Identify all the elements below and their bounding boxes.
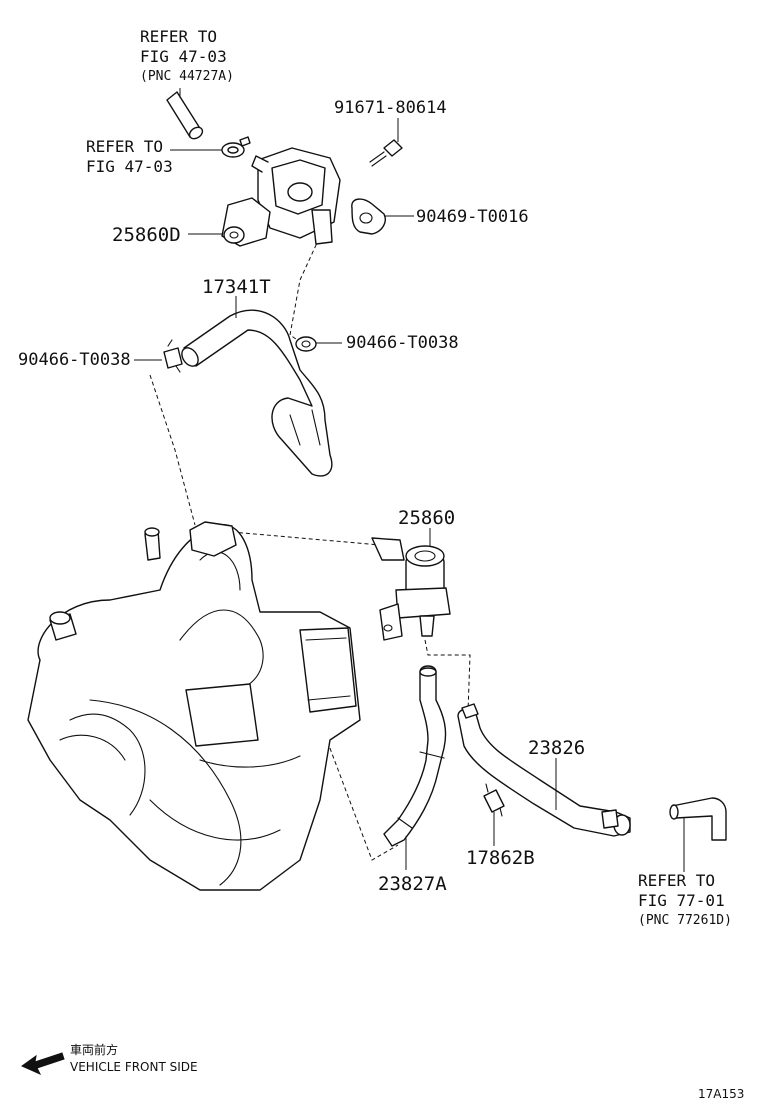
label-clip-right: 90469-T0016 bbox=[416, 207, 529, 227]
label-bolt: 91671-80614 bbox=[334, 98, 447, 118]
front-side-label-en: VEHICLE FRONT SIDE bbox=[70, 1060, 198, 1074]
label-clamp-left: 90466-T0038 bbox=[18, 350, 131, 370]
label-ref-mid-1: REFER TO bbox=[86, 137, 163, 156]
hose-clip-mid bbox=[170, 136, 251, 158]
reference-hose-stub-top bbox=[166, 88, 204, 140]
hose-clamp-right bbox=[295, 336, 342, 352]
hose-23827a bbox=[383, 665, 447, 870]
label-ref-top-3: (PNC 44727A) bbox=[140, 69, 234, 84]
vacuum-switching-valve-25860 bbox=[371, 528, 451, 641]
front-side-label-jp: 車両前方 bbox=[70, 1042, 118, 1057]
label-hose-23827a: 23827A bbox=[378, 873, 447, 895]
intake-throttle-body bbox=[27, 521, 361, 891]
label-ref-top-1: REFER TO bbox=[140, 27, 217, 46]
label-hose-23826: 23826 bbox=[528, 737, 585, 759]
reference-hose-stub-bottom bbox=[669, 797, 727, 872]
clip-90469 bbox=[351, 198, 414, 235]
hose-17341t bbox=[181, 296, 333, 477]
front-direction-indicator: 車両前方 VEHICLE FRONT SIDE bbox=[20, 1042, 198, 1076]
label-clamp-right: 90466-T0038 bbox=[346, 333, 459, 353]
label-ref-bot-2: FIG 77-01 bbox=[638, 891, 725, 910]
label-ref-bot-3: (PNC 77261D) bbox=[638, 913, 732, 928]
dashed-leaders bbox=[149, 184, 471, 861]
vacuum-switching-valve-25860d bbox=[188, 147, 341, 247]
hose-clamp-left bbox=[134, 339, 183, 373]
label-valve: 25860 bbox=[398, 507, 455, 529]
diagram-code: 17A153 bbox=[698, 1087, 744, 1101]
hose-23826 bbox=[457, 703, 631, 837]
part-labels: REFER TO FIG 47-03 (PNC 44727A) REFER TO… bbox=[18, 27, 732, 928]
bolt bbox=[369, 118, 403, 167]
label-hose-t: 17341T bbox=[202, 276, 271, 298]
hose-clamp-17862b bbox=[483, 783, 505, 846]
label-ref-top-2: FIG 47-03 bbox=[140, 47, 227, 66]
label-ref-mid-2: FIG 47-03 bbox=[86, 157, 173, 176]
front-direction-arrow-icon bbox=[20, 1052, 65, 1076]
label-clamp-17862b: 17862B bbox=[466, 847, 535, 869]
label-valve-d: 25860D bbox=[112, 224, 181, 246]
label-ref-bot-1: REFER TO bbox=[638, 871, 715, 890]
